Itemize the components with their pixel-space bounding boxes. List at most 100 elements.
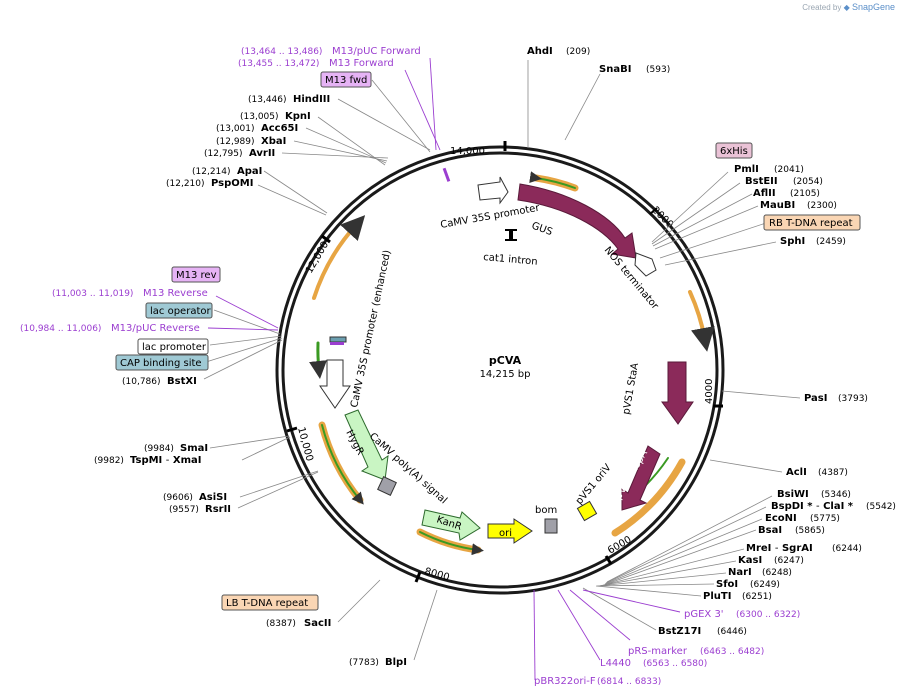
enzyme-bsai: BsaI bbox=[758, 525, 782, 536]
camv35s-enhanced-label: CaMV 35S promoter (enhanced) bbox=[349, 249, 393, 409]
pvs1-staa-arrow bbox=[661, 361, 694, 425]
credit-prefix: Created by bbox=[802, 3, 842, 12]
enzyme-tspmi-name: TspMI bbox=[130, 455, 162, 466]
bom-label: bom bbox=[535, 505, 557, 516]
enzyme-snabi: SnaBI bbox=[599, 64, 631, 75]
enzyme-apai: ApaI bbox=[237, 166, 262, 177]
enzyme-acli: AclI bbox=[786, 467, 807, 478]
enzyme-bspdi-star: * bbox=[807, 501, 813, 512]
enzyme-blpi-pos: (7783) bbox=[349, 658, 379, 668]
enzyme-maubi-pos: (2300) bbox=[807, 201, 837, 211]
enzyme-pspomi: PspOMI bbox=[211, 178, 253, 189]
rb-tdna-box-label: RB T-DNA repeat bbox=[769, 218, 853, 229]
snapgene-logo-icon: ◆ bbox=[843, 3, 850, 12]
primer-m13-rev: M13 Reverse bbox=[143, 288, 208, 299]
primer-prs-marker: pRS-marker bbox=[628, 646, 688, 657]
features bbox=[319, 167, 694, 544]
enzyme-mrei: MreI - SgrAI bbox=[746, 543, 813, 554]
backbone bbox=[275, 145, 725, 595]
enzyme-pmli-pos: (2041) bbox=[774, 165, 804, 175]
m13-fwd-box-label: M13 fwd bbox=[325, 75, 367, 86]
pvs1-oriv-label: pVS1 oriV bbox=[574, 462, 614, 507]
enzyme-sphi: SphI bbox=[780, 236, 805, 247]
enzyme-econi: EcoNI bbox=[765, 513, 797, 524]
enzyme-aflii-pos: (2105) bbox=[790, 189, 820, 199]
enzyme-bspdi-sep: - bbox=[816, 501, 820, 512]
cap-binding-box-label: CAP binding site bbox=[120, 358, 202, 369]
primer-m13-fwd-pos: (13,455 .. 13,472) bbox=[238, 59, 319, 69]
enzyme-aflii: AflII bbox=[753, 188, 776, 199]
primer-l4440-pos: (6563 .. 6580) bbox=[643, 659, 707, 669]
enzyme-rsrii: RsrII bbox=[205, 504, 231, 515]
camv35s-label: CaMV 35S promoter bbox=[440, 203, 542, 231]
enzyme-acc65i-pos: (13,001) bbox=[216, 124, 255, 134]
enzyme-kpni-pos: (13,005) bbox=[240, 112, 279, 122]
primer-m13puc-fwd-pos: (13,464 .. 13,486) bbox=[241, 47, 322, 57]
enzyme-bstz17i-pos: (6446) bbox=[717, 627, 747, 637]
primer-pbr322ori: pBR322ori-F bbox=[534, 676, 596, 687]
enzyme-hindiii: HindIII bbox=[293, 94, 330, 105]
lac-operator-box-label: lac operator bbox=[150, 306, 211, 317]
orf-arcs bbox=[309, 171, 715, 556]
leader-lines bbox=[203, 60, 801, 661]
m13-rev-box bbox=[171, 266, 221, 283]
kanr-arrow bbox=[421, 509, 481, 541]
primer-pgex3-pos: (6300 .. 6322) bbox=[736, 610, 800, 620]
pvs1-repa-arrow bbox=[621, 445, 661, 511]
primer-l4440: L4440 bbox=[600, 658, 631, 669]
orf-arc-bottom-inner bbox=[419, 531, 484, 556]
enzyme-sacii: SacII bbox=[304, 618, 331, 629]
plasmid-name: pCVA bbox=[489, 354, 522, 367]
enzyme-bstz17i: BstZ17I bbox=[658, 626, 701, 637]
enzyme-pasi: PasI bbox=[804, 393, 827, 404]
enzyme-bspdi-pos: (5542) bbox=[866, 502, 896, 512]
enzyme-sgrai-name: SgrAI bbox=[782, 543, 813, 554]
enzyme-clai-star: * bbox=[848, 501, 854, 512]
pvs1-oriv-box bbox=[576, 500, 598, 522]
orf-arc-left-inner bbox=[321, 424, 364, 505]
pvs1-staa-label: pVS1 StaA bbox=[621, 362, 641, 416]
lac-region-box bbox=[329, 336, 347, 343]
enzyme-xbai: XbaI bbox=[261, 136, 286, 147]
enzyme-bsteii: BstEII bbox=[745, 176, 778, 187]
gus-label: GUS bbox=[530, 220, 554, 238]
boxed-labels: M13 fwd 6xHis RB T-DNA repeat M13 rev la… bbox=[115, 71, 861, 611]
enzyme-acc65i: Acc65I bbox=[261, 123, 298, 134]
enzyme-tspmi-pos: (9982) bbox=[94, 456, 124, 466]
lac-promoter-box-label: lac promoter bbox=[142, 342, 207, 353]
cat1-label: cat1 intron bbox=[483, 252, 538, 268]
enzyme-bsiwi: BsiWI bbox=[777, 489, 809, 500]
enzyme-sfoi: SfoI bbox=[716, 579, 738, 590]
enzyme-sfoi-pos: (6249) bbox=[750, 580, 780, 590]
enzyme-asisi-pos: (9606) bbox=[163, 493, 193, 503]
lb-tdna-box bbox=[221, 594, 319, 611]
m13-fwd-mark bbox=[442, 167, 451, 182]
enzyme-asisi: AsiSI bbox=[199, 492, 227, 503]
enzyme-nari-pos: (6248) bbox=[762, 568, 792, 578]
enzyme-tspmi: TspMI - XmaI bbox=[130, 455, 201, 466]
enzyme-pmli: PmlI bbox=[734, 164, 759, 175]
snapgene-credit: Created by ◆ SnapGene bbox=[802, 2, 895, 12]
primer-m13puc-rev-pos: (10,984 .. 11,006) bbox=[20, 324, 101, 334]
cat1-intron-icon bbox=[505, 229, 517, 241]
enzyme-bspdi-name: BspDI bbox=[771, 501, 804, 512]
enzyme-hindiii-pos: (13,446) bbox=[248, 95, 287, 105]
enzyme-xbai-pos: (12,989) bbox=[216, 137, 255, 147]
orf-arc-right bbox=[688, 290, 715, 352]
tick-8000 bbox=[414, 571, 422, 583]
primer-prs-marker-pos: (6463 .. 6482) bbox=[700, 647, 764, 657]
hygr-arrow bbox=[344, 409, 389, 481]
enzyme-acli-pos: (4387) bbox=[818, 468, 848, 478]
primer-pgex3: pGEX 3' bbox=[684, 609, 724, 620]
sixhis-box bbox=[715, 142, 753, 159]
orf-arc-green-left bbox=[309, 341, 327, 379]
enzyme-sphi-pos: (2459) bbox=[816, 237, 846, 247]
nos-terminator-arrow bbox=[634, 252, 657, 277]
tick-12000 bbox=[321, 234, 331, 244]
enzyme-apai-pos: (12,214) bbox=[192, 167, 231, 177]
enzyme-sacii-pos: (8387) bbox=[266, 619, 296, 629]
primer-m13-rev-pos: (11,003 .. 11,019) bbox=[52, 289, 133, 299]
enzyme-smai: SmaI bbox=[180, 443, 208, 454]
enzyme-snabi-pos: (593) bbox=[646, 65, 670, 75]
